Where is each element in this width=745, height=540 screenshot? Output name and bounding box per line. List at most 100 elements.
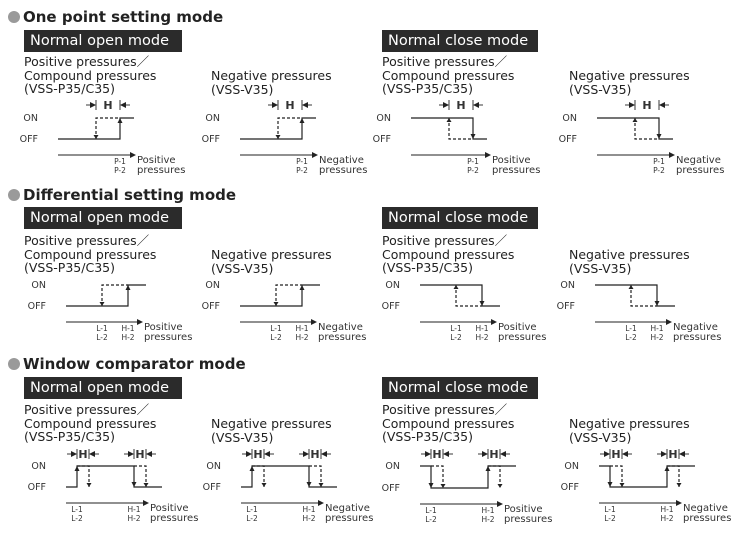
switch-arrow-head bbox=[117, 118, 123, 123]
output-line-dashed bbox=[431, 465, 444, 488]
switch-arrow-head bbox=[656, 134, 662, 139]
header-positive: Positive pressures／Compound pressures(VS… bbox=[382, 54, 515, 96]
output-line bbox=[240, 117, 316, 140]
mode-bar-open: Normal open mode bbox=[24, 377, 182, 399]
axis-label: pressures bbox=[150, 513, 198, 524]
output-line-dashed bbox=[101, 284, 128, 306]
tick-h2: H-2 bbox=[127, 514, 140, 523]
header-positive: Positive pressures／Compound pressures(VS… bbox=[382, 402, 515, 444]
axis-label: Negative bbox=[673, 322, 718, 333]
header-negative: Negative pressures(VSS-V35) bbox=[211, 68, 332, 97]
switch-arrow-head bbox=[306, 482, 312, 487]
hysteresis-label: H bbox=[253, 448, 262, 461]
output-line bbox=[420, 284, 500, 307]
hysteresis-label: H bbox=[611, 448, 620, 461]
tick-l1: L-1 bbox=[71, 505, 83, 514]
tick-h2: H-2 bbox=[475, 333, 488, 342]
output-line bbox=[241, 465, 337, 488]
tick-l1: L-1 bbox=[246, 505, 258, 514]
off-label: OFF bbox=[28, 301, 46, 312]
axis-label: pressures bbox=[676, 165, 724, 176]
hysteresis-label: H bbox=[668, 448, 677, 461]
off-label: OFF bbox=[561, 482, 579, 493]
tick-h2: H-2 bbox=[650, 333, 663, 342]
output-line-dashed bbox=[630, 285, 657, 307]
hysteresis-label: H bbox=[642, 99, 651, 112]
on-label: ON bbox=[385, 461, 400, 472]
output-line bbox=[597, 117, 673, 140]
switch-arrow-head bbox=[497, 484, 503, 488]
tick-p2: P-2 bbox=[114, 166, 126, 175]
tick-h2: H-2 bbox=[481, 515, 494, 524]
axis-label: Positive bbox=[504, 504, 543, 515]
output-line bbox=[66, 284, 146, 307]
output-line-dashed bbox=[95, 117, 120, 139]
tick-l2: L-2 bbox=[450, 333, 462, 342]
axis-label: pressures bbox=[673, 332, 721, 343]
axis-label: Positive bbox=[150, 503, 189, 514]
on-label: ON bbox=[376, 113, 391, 124]
section-title-text: Differential setting mode bbox=[23, 186, 237, 204]
tick-l1: L-1 bbox=[270, 324, 282, 333]
axis-label: Negative bbox=[683, 503, 728, 514]
switch-arrow-head bbox=[619, 483, 625, 487]
tick-h1: H-1 bbox=[127, 505, 140, 514]
switch-arrow-head bbox=[273, 302, 279, 306]
switch-arrow-head bbox=[428, 483, 434, 488]
switch-arrow-head bbox=[99, 302, 105, 306]
switch-arrow-head bbox=[318, 483, 324, 487]
bullet-icon bbox=[8, 189, 20, 201]
off-label: OFF bbox=[202, 134, 220, 145]
mode-bar-open: Normal open mode bbox=[24, 207, 182, 229]
switch-arrow-head bbox=[143, 483, 149, 487]
off-label: OFF bbox=[373, 134, 391, 145]
section-title: Differential setting mode bbox=[8, 186, 236, 204]
hysteresis-label: H bbox=[456, 99, 465, 112]
header-positive: Positive pressures／Compound pressures(VS… bbox=[24, 402, 157, 444]
axis-label: pressures bbox=[498, 332, 546, 343]
output-line-dashed bbox=[277, 117, 302, 139]
output-line bbox=[66, 465, 162, 488]
tick-h1: H-1 bbox=[650, 324, 663, 333]
switch-arrow-head bbox=[628, 285, 634, 289]
tick-h1: H-1 bbox=[302, 505, 315, 514]
switch-arrow-head bbox=[299, 118, 305, 123]
mode-bar-close: Normal close mode bbox=[382, 377, 538, 399]
tick-p2: P-2 bbox=[467, 166, 479, 175]
axis-label: pressures bbox=[492, 165, 540, 176]
output-line bbox=[595, 284, 675, 307]
output-line bbox=[599, 465, 695, 488]
tick-l2: L-2 bbox=[96, 333, 108, 342]
output-line-dashed bbox=[309, 465, 322, 487]
bullet-icon bbox=[8, 11, 20, 23]
bullet-icon bbox=[8, 358, 20, 370]
axis-label: pressures bbox=[325, 513, 373, 524]
output-line-dashed bbox=[634, 118, 659, 140]
switch-arrow-head bbox=[453, 285, 459, 289]
on-label: ON bbox=[385, 280, 400, 291]
output-line-dashed bbox=[488, 465, 501, 488]
switch-arrow-head bbox=[479, 301, 485, 306]
tick-l2: L-2 bbox=[425, 515, 437, 524]
tick-l2: L-2 bbox=[246, 514, 258, 523]
switch-arrow-head bbox=[607, 482, 613, 487]
tick-l1: L-1 bbox=[450, 324, 462, 333]
axis-label: Negative bbox=[318, 322, 363, 333]
output-line-dashed bbox=[77, 465, 90, 487]
axis-label: Positive bbox=[492, 155, 531, 166]
header-negative: Negative pressures(VSS-V35) bbox=[569, 247, 690, 276]
tick-p1: P-1 bbox=[296, 157, 308, 166]
tick-l2: L-2 bbox=[604, 514, 616, 523]
header-positive: Positive pressures／Compound pressures(VS… bbox=[24, 54, 157, 96]
tick-h1: H-1 bbox=[475, 324, 488, 333]
mode-bar-open: Normal open mode bbox=[24, 30, 182, 52]
switch-arrow-head bbox=[275, 135, 281, 139]
on-label: ON bbox=[562, 113, 577, 124]
tick-p2: P-2 bbox=[653, 166, 665, 175]
on-label: ON bbox=[23, 113, 38, 124]
switch-arrow-head bbox=[485, 466, 491, 471]
hysteresis-label: H bbox=[310, 448, 319, 461]
tick-l2: L-2 bbox=[71, 514, 83, 523]
